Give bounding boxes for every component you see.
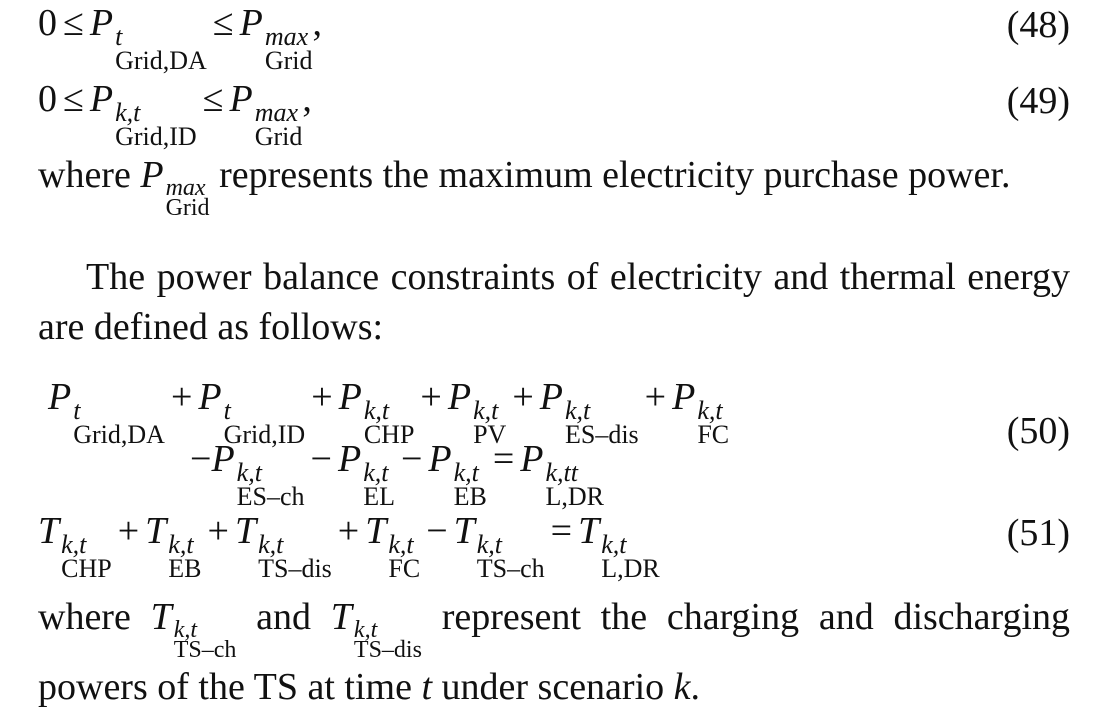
equation-number-49: (49): [1006, 80, 1070, 122]
paragraph-balance-intro: The power balance constraints of electri…: [38, 256, 1070, 348]
equation-number-51: (51): [1006, 512, 1070, 554]
equation-number-50: (50): [1006, 410, 1070, 452]
equation-number-48: (48): [1006, 4, 1070, 46]
